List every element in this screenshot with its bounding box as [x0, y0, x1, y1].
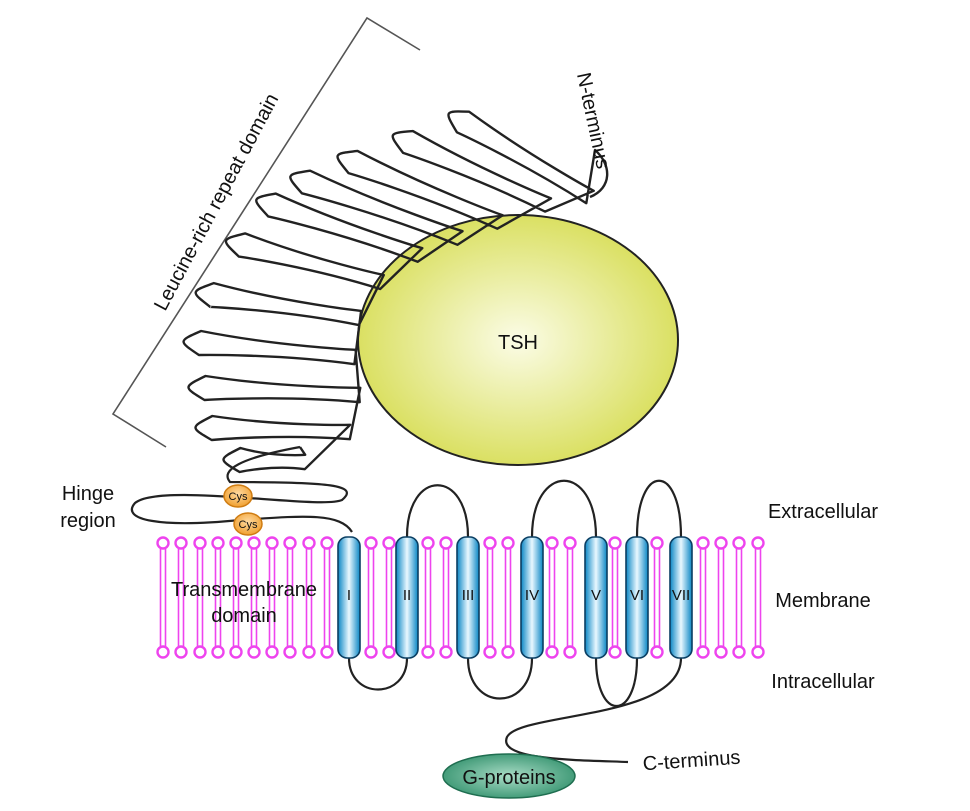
lipid-molecule: [382, 536, 396, 659]
n-terminus-label: N-terminus: [572, 71, 614, 171]
c-terminal-tail: [505, 657, 683, 764]
lipid-molecule: [696, 536, 710, 659]
lipid-molecule: [608, 536, 622, 659]
helix-i: I: [337, 536, 361, 659]
g-proteins-label: G-proteins: [462, 767, 555, 789]
loop-i-ii-intracellular: [347, 657, 409, 691]
hinge-label-line2: region: [60, 510, 116, 532]
leucine-domain-label: Leucine-rich repeat domain: [150, 90, 283, 314]
helix-label: II: [403, 587, 411, 604]
lipid-molecule: [483, 536, 497, 659]
membrane-label: Membrane: [775, 590, 871, 612]
lipid-molecule: [156, 536, 170, 659]
helix-label: III: [462, 587, 475, 604]
lipid-molecule: [751, 536, 765, 659]
lipid-bilayer: [156, 536, 765, 659]
lipid-molecule: [364, 536, 378, 659]
loop-ii-iii-extracellular: [405, 484, 470, 538]
loop-iii-iv-intracellular: [466, 657, 534, 700]
loop-vi-vii-extracellular: [635, 479, 683, 538]
cys-lower: Cys: [233, 512, 263, 536]
helix-v: V: [584, 536, 608, 659]
intracellular-label: Intracellular: [771, 671, 875, 693]
lipid-molecule: [320, 536, 334, 659]
lipid-molecule: [501, 536, 515, 659]
helix-vi: VI: [625, 536, 649, 659]
helix-label: VI: [630, 587, 644, 604]
helix-label: IV: [525, 587, 539, 604]
cys-upper: Cys: [223, 484, 253, 508]
lipid-molecule: [732, 536, 746, 659]
cys-upper-label: Cys: [229, 491, 248, 503]
lipid-molecule: [174, 536, 188, 659]
hinge-label-line1: Hinge: [62, 483, 114, 505]
transmembrane-label-line1: Transmembrane: [171, 579, 317, 601]
loop-iv-v-extracellular: [530, 479, 598, 538]
lipid-molecule: [229, 536, 243, 659]
lipid-molecule: [545, 536, 559, 659]
g-proteins-ellipse: [442, 753, 576, 799]
helix-iii: III: [456, 536, 480, 659]
helix-label: VII: [672, 587, 690, 604]
lipid-molecule: [650, 536, 664, 659]
helix-iv: IV: [520, 536, 544, 659]
helix-label: V: [591, 587, 601, 604]
lipid-molecule: [714, 536, 728, 659]
lipid-molecule: [421, 536, 435, 659]
transmembrane-loops: [347, 479, 683, 764]
lipid-molecule: [247, 536, 261, 659]
lipid-molecule: [265, 536, 279, 659]
c-terminus-label: C-terminus: [642, 747, 741, 776]
loop-v-vi-intracellular: [594, 657, 639, 707]
lipid-molecule: [211, 536, 225, 659]
lipid-molecule: [193, 536, 207, 659]
lipid-molecule: [439, 536, 453, 659]
leucine-rich-repeat-chain: [182, 110, 609, 474]
lipid-molecule: [302, 536, 316, 659]
cys-lower-label: Cys: [239, 519, 258, 531]
helix-ii: II: [395, 536, 419, 659]
helix-label: I: [347, 587, 351, 604]
leucine-domain-bracket: [111, 16, 421, 448]
helix-vii: VII: [669, 536, 693, 659]
lipid-molecule: [563, 536, 577, 659]
extracellular-label: Extracellular: [768, 501, 878, 523]
tsh-label: TSH: [498, 332, 538, 354]
lipid-molecule: [283, 536, 297, 659]
transmembrane-label-line2: domain: [211, 605, 277, 627]
